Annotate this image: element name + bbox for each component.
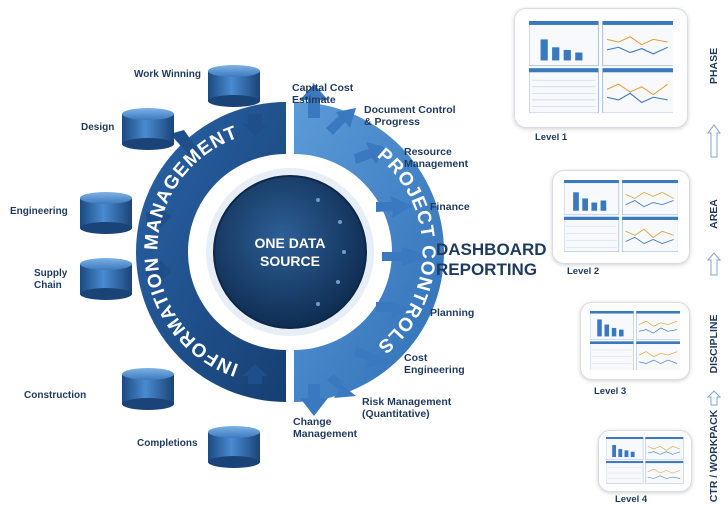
up-arrow-icon bbox=[707, 124, 721, 158]
up-arrow-icon bbox=[707, 252, 721, 276]
output-arrows bbox=[300, 84, 430, 416]
core-line1: ONE DATA bbox=[254, 235, 325, 251]
source-completions: Completions bbox=[137, 438, 198, 449]
source-supply-chain-l2: Chain bbox=[34, 280, 62, 291]
output-risk-management: Risk Management (Quantitative) bbox=[362, 396, 451, 420]
source-supply-chain-l1: Supply bbox=[34, 268, 68, 279]
level-3-dashboard-thumbnail bbox=[580, 302, 690, 380]
source-work-winning: Work Winning bbox=[134, 69, 201, 80]
axis-area: AREA bbox=[708, 199, 720, 229]
up-arrow-icon bbox=[707, 390, 721, 406]
output-capital-cost-l2: Estimate bbox=[292, 94, 336, 106]
dashboard-line2: REPORTING bbox=[436, 260, 538, 279]
level-1-dashboard-thumbnail bbox=[514, 8, 688, 128]
information-management-ring bbox=[136, 102, 286, 402]
level-2-label: Level 2 bbox=[567, 266, 600, 277]
level-3-label: Level 3 bbox=[594, 386, 627, 397]
output-capital-cost-l1: Capital Cost bbox=[292, 82, 354, 94]
source-engineering: Engineering bbox=[10, 206, 68, 217]
output-risk-l2: (Quantitative) bbox=[362, 408, 430, 420]
output-change-l1: Change bbox=[293, 416, 332, 428]
output-document-control-l1: Document Control bbox=[364, 104, 456, 116]
output-cost-l1: Cost bbox=[404, 352, 428, 364]
output-resource-l1: Resource bbox=[404, 146, 452, 158]
output-planning: Planning bbox=[430, 307, 475, 319]
output-cost-engineering: Cost Engineering bbox=[404, 352, 465, 376]
level-1-label: Level 1 bbox=[535, 132, 568, 143]
source-supply-chain: Supply Chain bbox=[34, 268, 67, 292]
output-resource-management: Resource Management bbox=[404, 146, 468, 170]
core-line2: SOURCE bbox=[260, 253, 320, 269]
output-document-control-l2: & Progress bbox=[364, 116, 421, 128]
output-finance: Finance bbox=[430, 201, 470, 213]
database-icons bbox=[80, 65, 260, 468]
project-controls-ring bbox=[294, 102, 444, 402]
dashboard-preview-3 bbox=[589, 310, 681, 370]
output-change-l2: Management bbox=[293, 428, 358, 440]
output-risk-l1: Risk Management bbox=[362, 396, 452, 408]
input-arrows bbox=[146, 114, 268, 384]
source-design: Design bbox=[81, 122, 115, 133]
level-4-dashboard-thumbnail bbox=[598, 430, 692, 492]
level-4-label: Level 4 bbox=[615, 494, 648, 505]
output-resource-l2: Management bbox=[404, 158, 469, 170]
level-2-dashboard-thumbnail bbox=[552, 170, 690, 264]
dashboard-preview-1 bbox=[528, 20, 674, 113]
dashboard-preview-4 bbox=[606, 437, 684, 484]
dashboard-line1: DASHBOARD bbox=[436, 240, 547, 259]
core-circle bbox=[213, 175, 367, 329]
output-capital-cost: Capital Cost Estimate bbox=[292, 82, 353, 106]
output-document-control: Document Control & Progress bbox=[364, 104, 456, 128]
axis-ctr-workpack: CTR / WORKPACK bbox=[708, 409, 720, 503]
source-construction: Construction bbox=[24, 390, 87, 401]
output-cost-l2: Engineering bbox=[404, 364, 465, 376]
axis-discipline: DISCIPLINE bbox=[708, 314, 720, 374]
axis-phase: PHASE bbox=[708, 47, 720, 85]
output-change-management: Change Management bbox=[293, 416, 357, 440]
dashboard-reporting-title: DASHBOARD REPORTING bbox=[436, 240, 547, 280]
dashboard-preview-2 bbox=[563, 180, 679, 252]
